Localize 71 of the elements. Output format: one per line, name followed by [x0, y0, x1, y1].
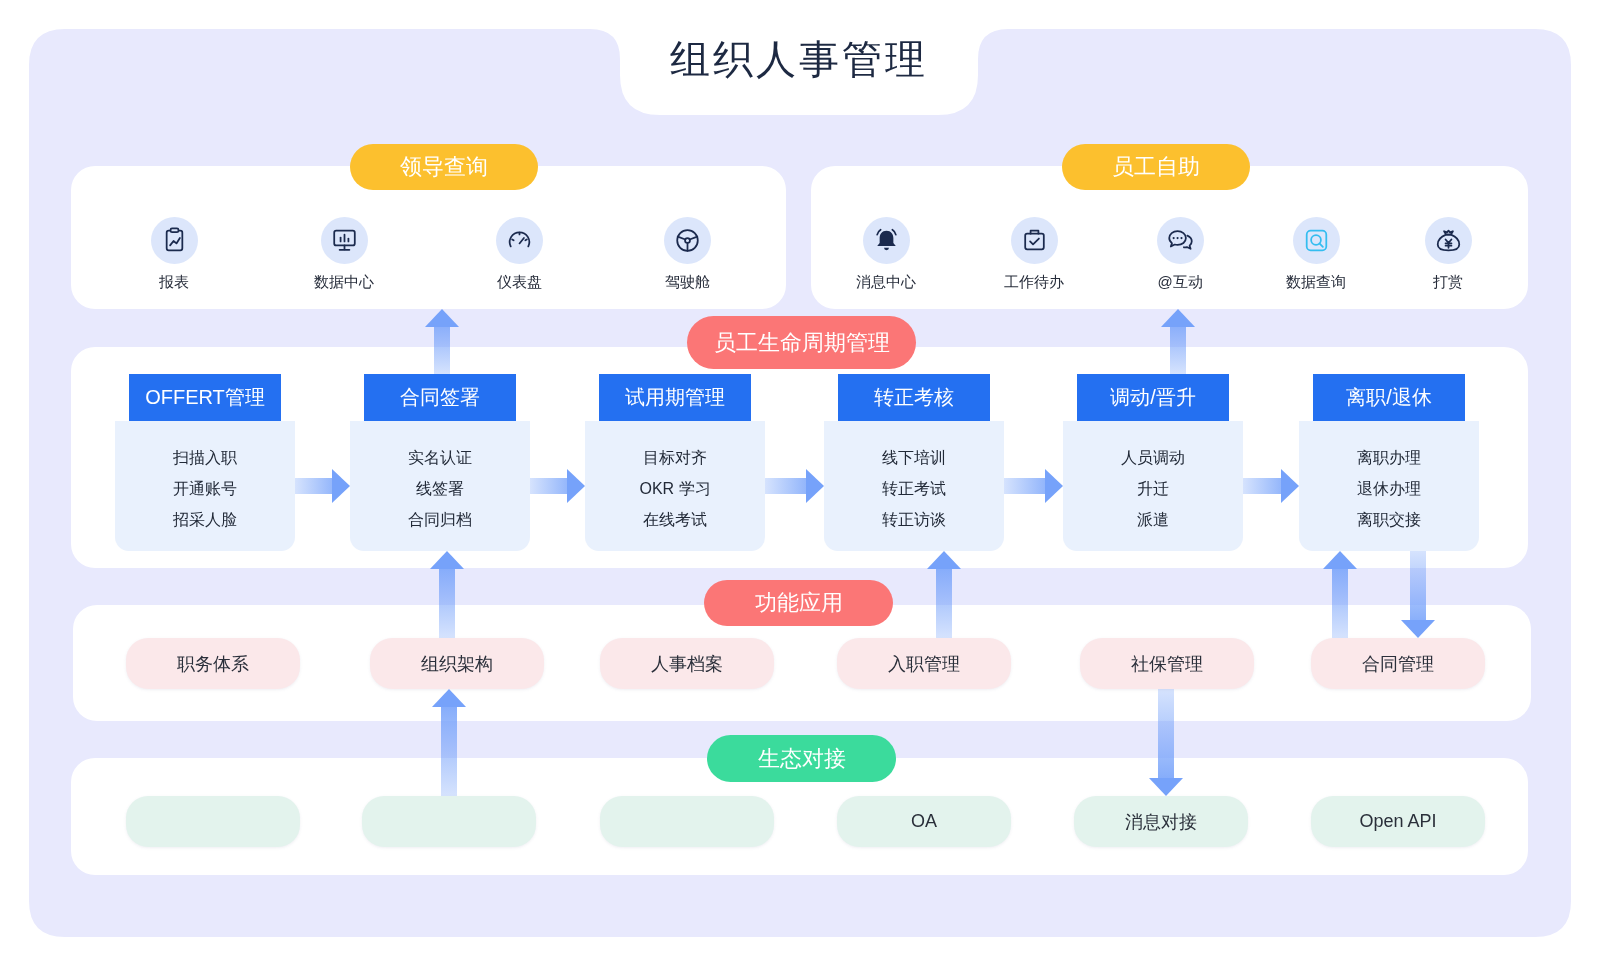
- arrow: [430, 551, 464, 638]
- arrow: [295, 469, 350, 503]
- arrow: [765, 469, 824, 503]
- title-text: 组织人事管理: [670, 35, 928, 83]
- arrow: [1161, 309, 1195, 374]
- list-item-text: 离职交接: [1357, 510, 1421, 530]
- arrow: [1323, 551, 1357, 638]
- icon-label: 仪表盘: [496, 273, 542, 292]
- pill-label: 消息对接: [1125, 810, 1197, 834]
- icon-label: 工作待办: [1004, 273, 1064, 292]
- module-pill: [1311, 638, 1485, 689]
- arrow: [1243, 469, 1299, 503]
- icon-label: 消息中心: [856, 273, 916, 292]
- list-item-text: 转正访谈: [882, 510, 946, 530]
- list-item-text: OKR 学习: [639, 479, 711, 499]
- list-item-text: 人员调动: [1121, 448, 1185, 468]
- pill-label: 人事档案: [651, 652, 723, 676]
- list-item-text: 在线考试: [643, 510, 707, 530]
- tab-label: OFFERT管理: [145, 385, 265, 410]
- section-heading-text: 领导查询: [400, 153, 488, 181]
- module-pill: [370, 638, 544, 689]
- blank-pill: [362, 796, 536, 847]
- pill-label: OA: [911, 811, 937, 832]
- icon-label: 驾驶舱: [664, 273, 710, 292]
- pill-label: 组织架构: [421, 652, 493, 676]
- module-pill: [1080, 638, 1254, 689]
- icon-label: @互动: [1157, 273, 1203, 292]
- list-item-text: 实名认证: [408, 448, 472, 468]
- section-heading-text: 员工自助: [1112, 153, 1200, 181]
- arrow: [432, 689, 466, 796]
- list-item-text: 开通账号: [173, 479, 237, 499]
- icon-label: 数据查询: [1286, 273, 1346, 292]
- list-item-text: 招采人脸: [173, 510, 237, 530]
- pill-label: 职务体系: [177, 652, 249, 676]
- pill-label: 合同管理: [1362, 652, 1434, 676]
- module-pill: [837, 796, 1011, 847]
- section-heading-text: 生态对接: [757, 744, 846, 773]
- tab-label: 试用期管理: [625, 385, 725, 410]
- arrow: [1004, 469, 1063, 503]
- tab-label: 调动/晋升: [1110, 385, 1196, 410]
- blank-pill: [600, 796, 774, 847]
- arrow: [530, 469, 585, 503]
- list-item-text: 扫描入职: [173, 448, 237, 468]
- icon-label: 报表: [159, 273, 189, 292]
- tab-label: 合同签署: [400, 385, 480, 410]
- list-item-text: 合同归档: [408, 510, 472, 530]
- blank-pill: [126, 796, 300, 847]
- icon-label: 数据中心: [314, 273, 374, 292]
- list-item-text: 线签署: [416, 479, 464, 499]
- arrow: [1149, 689, 1183, 796]
- list-item-text: 离职办理: [1357, 448, 1421, 468]
- section-heading-text: 员工生命周期管理: [713, 328, 890, 357]
- arrow: [1401, 551, 1435, 638]
- tab-label: 转正考核: [874, 385, 954, 410]
- arrow: [927, 551, 961, 638]
- pill-label: 入职管理: [888, 652, 960, 676]
- pill-label: Open API: [1359, 811, 1437, 832]
- list-item-text: 目标对齐: [643, 448, 707, 468]
- section-heading-text: 功能应用: [754, 589, 843, 617]
- module-pill: [837, 638, 1011, 689]
- module-pill: [1311, 796, 1485, 847]
- tab-label: 离职/退休: [1346, 385, 1432, 410]
- list-item-text: 升迁: [1137, 479, 1169, 499]
- pill-label: 社保管理: [1131, 652, 1203, 676]
- module-pill: [1074, 796, 1248, 847]
- list-item-text: 转正考试: [882, 479, 946, 499]
- icon-label: 打赏: [1433, 273, 1463, 292]
- list-item-text: 派遣: [1137, 510, 1169, 530]
- arrow: [425, 309, 459, 374]
- list-item-text: 退休办理: [1357, 479, 1421, 499]
- list-item-text: 线下培训: [882, 448, 946, 468]
